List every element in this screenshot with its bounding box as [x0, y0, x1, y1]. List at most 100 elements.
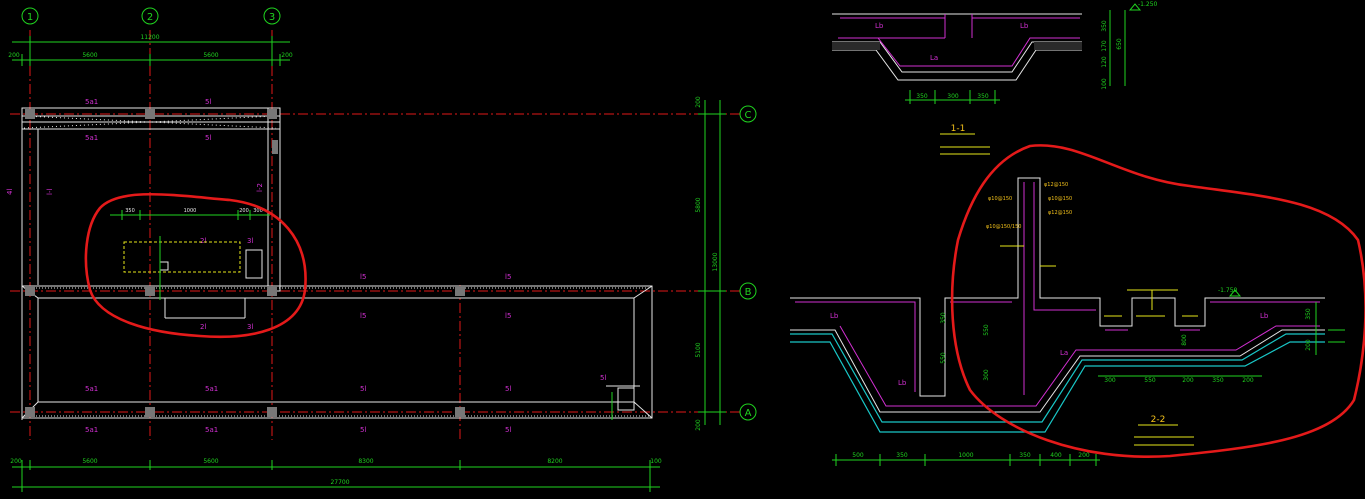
svg-text:5600: 5600 — [203, 458, 218, 465]
svg-text:4l: 4l — [6, 189, 14, 195]
section-1-1: Lb La Lb 350 300 350 350 170 120 650 100… — [832, 1, 1158, 155]
svg-text:5800: 5800 — [695, 197, 702, 212]
top-dimensions: 11200 5600 5600 200 200 — [8, 34, 293, 66]
svg-text:Lb: Lb — [875, 22, 884, 30]
right-dimensions: 200 5800 5100 200 13000 — [695, 96, 726, 431]
svg-text:200: 200 — [239, 208, 249, 214]
svg-text:550: 550 — [940, 352, 947, 364]
corner-pit — [606, 385, 640, 420]
svg-text:C: C — [745, 110, 752, 121]
svg-text:350: 350 — [1305, 308, 1312, 320]
svg-text:5l: 5l — [505, 426, 511, 434]
svg-text:φ12@150: φ12@150 — [1044, 182, 1068, 188]
svg-text:1: 1 — [27, 12, 33, 23]
svg-text:300: 300 — [983, 369, 990, 381]
svg-text:l-l: l-l — [46, 189, 54, 195]
svg-text:300: 300 — [253, 208, 263, 214]
svg-text:5600: 5600 — [82, 458, 97, 465]
svg-text:3l: 3l — [247, 237, 253, 245]
svg-text:200: 200 — [10, 458, 22, 465]
svg-text:-1.750: -1.750 — [1218, 287, 1238, 294]
svg-text:1000: 1000 — [184, 208, 197, 214]
svg-text:120: 120 — [1101, 56, 1108, 68]
svg-text:200: 200 — [8, 52, 20, 59]
svg-text:5600: 5600 — [203, 52, 218, 59]
axis-bubble-2: 2 — [141, 7, 159, 25]
svg-text:Lb: Lb — [1020, 22, 1029, 30]
svg-text:650: 650 — [1116, 38, 1123, 50]
svg-text:350: 350 — [940, 312, 947, 324]
columns — [25, 109, 465, 417]
svg-text:2-2: 2-2 — [1151, 415, 1166, 425]
bottom-dimensions: 200 5600 5600 8300 8200 100 27700 — [10, 458, 662, 492]
svg-text:5a1: 5a1 — [85, 385, 98, 393]
svg-text:350: 350 — [896, 452, 908, 459]
svg-text:1000: 1000 — [958, 452, 973, 459]
svg-text:1-1: 1-1 — [951, 124, 966, 134]
svg-text:5l: 5l — [360, 426, 366, 434]
svg-text:300: 300 — [1104, 377, 1116, 384]
svg-text:170: 170 — [1101, 40, 1108, 52]
axis-bubble-c: C — [739, 105, 757, 123]
svg-text:27700: 27700 — [330, 479, 349, 486]
svg-text:350: 350 — [125, 208, 135, 214]
svg-text:100: 100 — [650, 458, 662, 465]
axis-bubble-3: 3 — [263, 7, 281, 25]
svg-text:5l: 5l — [360, 385, 366, 393]
pit-plan-detail: 350 1000 200 300 — [110, 208, 270, 319]
svg-text:200: 200 — [1305, 339, 1312, 351]
svg-text:5l: 5l — [205, 98, 211, 106]
svg-text:l5: l5 — [360, 273, 366, 281]
svg-text:100: 100 — [1101, 78, 1108, 90]
svg-text:Lb: Lb — [898, 379, 907, 387]
svg-text:3: 3 — [269, 12, 275, 23]
svg-text:200: 200 — [281, 52, 293, 59]
svg-text:5600: 5600 — [82, 52, 97, 59]
svg-text:5a1: 5a1 — [205, 426, 218, 434]
svg-text:La: La — [930, 54, 938, 62]
svg-text:l5: l5 — [505, 273, 511, 281]
svg-text:300: 300 — [947, 93, 959, 100]
axis-bubble-1: 1 — [21, 7, 39, 25]
svg-text:200: 200 — [695, 419, 702, 431]
svg-text:200: 200 — [1182, 377, 1194, 384]
axis-bubble-b: B — [739, 282, 757, 300]
svg-text:5a1: 5a1 — [85, 134, 98, 142]
svg-text:550: 550 — [1144, 377, 1156, 384]
svg-text:11200: 11200 — [140, 34, 159, 41]
svg-text:5l: 5l — [505, 385, 511, 393]
svg-text:350: 350 — [916, 93, 928, 100]
svg-text:8200: 8200 — [547, 458, 562, 465]
svg-text:φ10@150/150: φ10@150/150 — [986, 224, 1021, 230]
svg-text:B: B — [745, 287, 752, 298]
svg-text:2l: 2l — [200, 237, 206, 245]
svg-text:5100: 5100 — [695, 342, 702, 357]
svg-text:350: 350 — [1101, 20, 1108, 32]
svg-text:800: 800 — [1181, 334, 1188, 346]
svg-text:5a1: 5a1 — [85, 426, 98, 434]
svg-text:200: 200 — [1242, 377, 1254, 384]
svg-text:3l: 3l — [247, 323, 253, 331]
svg-text:l-2: l-2 — [256, 183, 264, 192]
svg-text:5a1: 5a1 — [205, 385, 218, 393]
svg-text:l5: l5 — [505, 312, 511, 320]
svg-text:350: 350 — [977, 93, 989, 100]
svg-text:500: 500 — [852, 452, 864, 459]
svg-text:8300: 8300 — [358, 458, 373, 465]
svg-text:φ10@150: φ10@150 — [988, 196, 1012, 202]
highlight-circle-section — [950, 144, 1365, 458]
svg-text:Lb: Lb — [1260, 312, 1269, 320]
svg-text:5a1: 5a1 — [85, 98, 98, 106]
lower-walls — [21, 285, 653, 419]
svg-text:2l: 2l — [200, 323, 206, 331]
svg-text:5l: 5l — [600, 374, 606, 382]
svg-text:5l: 5l — [205, 134, 211, 142]
beam-labels: 5a1 5l 5a1 5l 5a1 5a1 5a1 5a1 l5 l5 l5 l… — [6, 98, 606, 434]
axis-lines — [10, 30, 740, 440]
svg-text:200: 200 — [1078, 452, 1090, 459]
svg-text:2: 2 — [147, 12, 153, 23]
svg-text:l5: l5 — [360, 312, 366, 320]
svg-text:200: 200 — [695, 96, 702, 108]
svg-text:A: A — [745, 408, 752, 419]
